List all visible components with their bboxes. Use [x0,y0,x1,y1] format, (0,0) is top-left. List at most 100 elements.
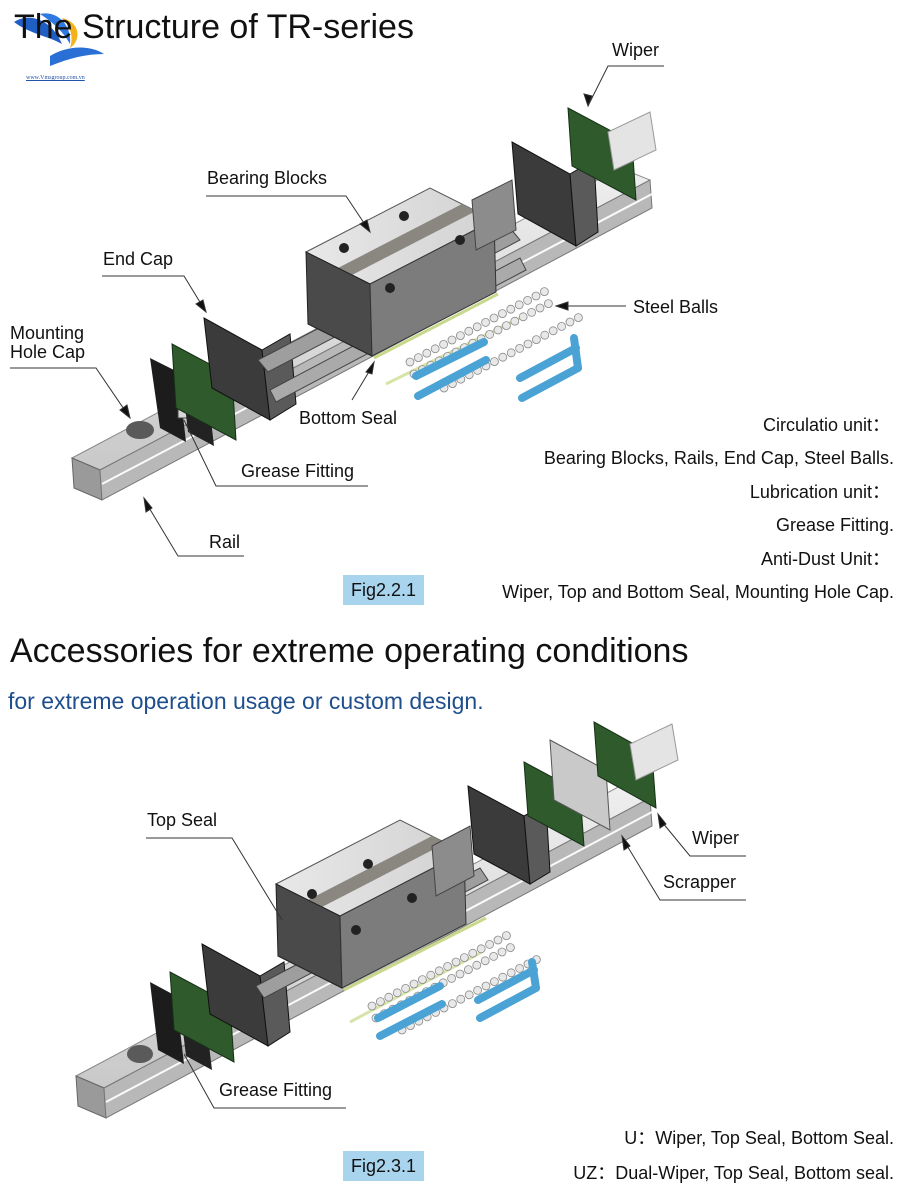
steel-ball [447,974,457,983]
leader-lines-fig1 [10,65,664,557]
steel-ball [497,947,507,957]
steel-ball [459,953,469,962]
steel-ball [367,1001,377,1011]
steel-ball [501,321,511,331]
note-antidust-heading: Anti-Dust Unit： [760,549,890,569]
steel-ball [489,357,499,367]
steel-ball [472,960,482,970]
section-title-accessories: Accessories for extreme operating condit… [10,632,689,670]
steel-ball [417,975,427,984]
steel-ball [505,943,515,952]
steel-ball [557,321,566,331]
steel-ball [497,309,507,319]
steel-ball [455,331,465,341]
label-bottom-seal: Bottom Seal [299,408,398,428]
steel-ball [514,300,524,310]
steel-ball [518,312,528,322]
steel-ball [463,965,473,974]
steel-ball [455,969,465,979]
steel-ball [498,972,508,982]
steel-ball [532,335,541,345]
steel-ball [485,329,495,339]
steel-ball [481,317,491,327]
label-grease-fitting-2: Grease Fitting [219,1080,333,1100]
note-antidust-items: Wiper, Top and Bottom Seal, Mounting Hol… [502,582,894,602]
steel-ball [422,348,432,358]
steel-ball [523,295,532,305]
steel-ball [451,957,461,967]
steel-ball [489,952,499,961]
figure-label-2-3-1: Fig2.3.1 [343,1151,425,1181]
steel-ball [506,968,516,978]
watermark-url[interactable]: www.Vmsgroup.com.vn [26,75,85,81]
steel-ball [464,326,474,336]
label-rail: Rail [209,532,241,552]
section-title-structure: The Structure of TR-series [14,8,414,46]
note-lubrication-heading: Lubrication unit： [749,482,890,502]
note-circulation-items: Bearing Blocks, Rails, End Cap, Steel Ba… [543,448,894,468]
label-top-seal: Top Seal [147,810,218,830]
steel-ball [426,970,436,980]
section-subtitle: for extreme operation usage or custom de… [8,688,484,714]
steel-ball [384,992,394,1002]
steel-ball [565,317,575,327]
steel-ball [489,977,499,986]
steel-ball [439,339,449,349]
steel-ball [515,964,524,973]
label-wiper: Wiper [612,40,660,60]
steel-ball [464,990,474,1000]
steel-ball [392,988,402,998]
steel-ball [430,344,440,354]
steel-ball [531,291,541,301]
steel-ball [540,287,549,297]
label-wiper-2: Wiper [692,828,740,848]
vmsgroup-logo-icon [14,13,104,66]
steel-ball [548,326,558,336]
steel-ball [510,316,520,326]
steel-ball [489,313,499,323]
figure-label-2-2-1: Fig2.2.1 [343,575,425,605]
steel-ball [434,966,444,976]
note-lubrication-items: Grease Fitting. [775,515,894,535]
steel-ball [447,999,457,1008]
steel-ball [506,304,516,314]
steel-ball [485,940,495,949]
label-steel-balls: Steel Balls [633,297,719,317]
retainer-part [412,334,582,402]
figure-2-3-1-drawing [74,721,679,1119]
steel-ball [501,931,511,940]
label-bearing-blocks: Bearing Blocks [207,168,328,188]
bearing-block-part [304,187,497,357]
steel-ball [413,353,423,363]
steel-ball [443,962,453,971]
steel-ball [481,981,491,991]
label-grease-fitting: Grease Fitting [241,461,355,481]
steel-ball [375,997,385,1006]
steel-ball [493,935,503,945]
steel-ball [473,986,483,995]
label-mounting-hole-cap-line1: Mounting [10,323,85,343]
steel-ball [409,979,419,989]
label-mounting-hole-cap: Mounting Hole Cap [10,324,85,362]
steel-ball [515,343,524,353]
steel-ball [493,325,503,335]
leader-lines-fig2 [146,812,746,1109]
steel-ball [540,330,550,340]
steel-ball [447,335,457,345]
note-circulation-heading: Circulatio unit： [762,415,890,435]
steel-ball [527,307,536,317]
steel-ball [574,313,583,323]
steel-ball [498,352,508,362]
note-uz-option: UZ：Dual-Wiper, Top Seal, Bottom seal. [573,1163,894,1183]
label-mounting-hole-cap-line2: Hole Cap [10,342,86,362]
mounting-hole-cap-part [126,421,154,439]
steel-ball [468,948,478,958]
steel-ball [472,322,482,332]
steel-ball [405,357,415,367]
label-end-cap: End Cap [103,249,174,269]
steel-ball [476,944,486,954]
steel-ball [544,299,553,309]
steel-ball [523,339,533,349]
figure-2-2-1-drawing [70,107,657,501]
